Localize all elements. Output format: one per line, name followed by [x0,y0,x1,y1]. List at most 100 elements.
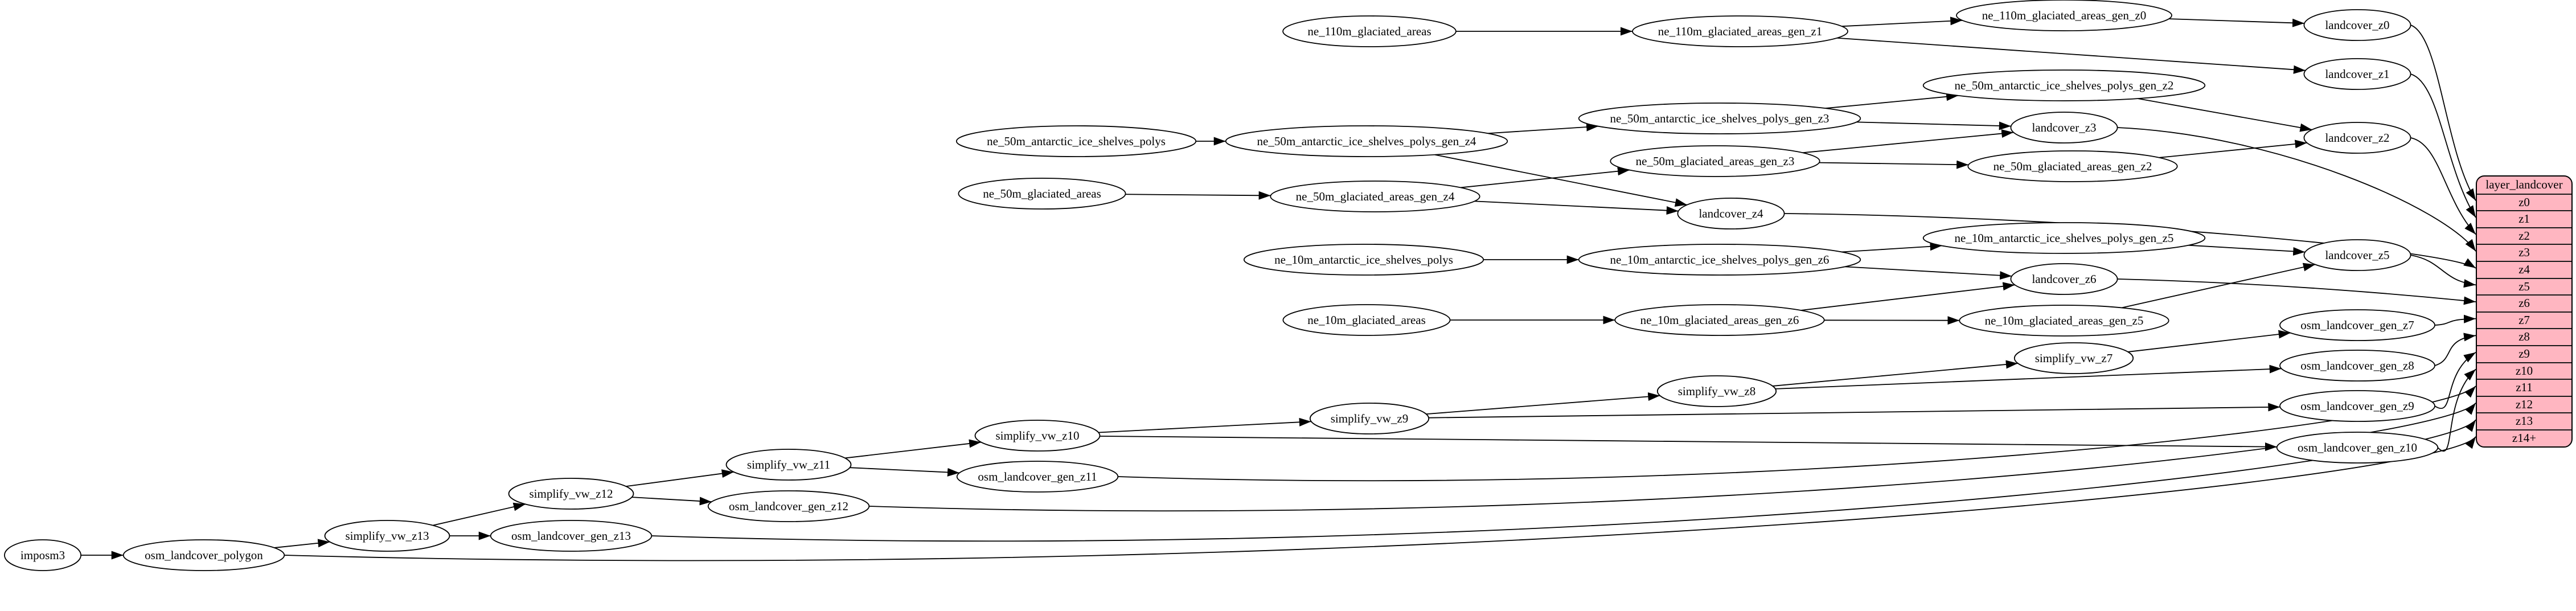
nodes-layer: imposm3 osm_landcover_polygon simplify_vw_… [4,0,2439,571]
edge-ne_10m_antarctic_ice_shelves_polys_gen_z6-to-landcover_z6 [1844,266,2012,280]
node-label-ne_50m_glaciated_areas_gen_z2: ne_50m_glaciated_areas_gen_z2 [1993,159,2152,173]
node-landcover_z1: landcover_z1 [2303,58,2411,90]
node-osm_landcover_gen_z13: osm_landcover_gen_z13 [490,520,653,552]
node-ellipse-ne_10m_glaciated_areas_gen_z5 [1959,305,2169,337]
node-osm_landcover_polygon: osm_landcover_polygon [122,539,285,571]
node-landcover_z2: landcover_z2 [2303,122,2411,154]
node-ne_10m_antarctic_ice_shelves_polys: ne_10m_antarctic_ice_shelves_polys [1243,244,1484,276]
node-ne_50m_antarctic_ice_shelves_polys_gen_z4: ne_50m_antarctic_ice_shelves_polys_gen_z… [1225,125,1508,157]
node-ellipse-landcover_z4 [1677,198,1785,229]
node-ne_110m_glaciated_areas: ne_110m_glaciated_areas [1282,15,1457,47]
edge-osm_landcover_gen_z7-to-layer-landcover-z7 [2434,314,2476,326]
node-label-osm_landcover_gen_z10: osm_landcover_gen_z10 [2298,441,2417,454]
node-label-imposm3: imposm3 [20,548,65,562]
node-label-ne_10m_glaciated_areas: ne_10m_glaciated_areas [1307,313,1426,327]
node-ellipse-ne_10m_antarctic_ice_shelves_polys_gen_z5 [1922,222,2206,254]
node-ellipse-simplify_vw_z9 [1309,403,1430,434]
node-label-osm_landcover_gen_z9: osm_landcover_gen_z9 [2300,399,2414,413]
edge-ne_50m_glaciated_areas_gen_z4-to-ne_50m_glaciated_areas_gen_z3 [1460,167,1630,188]
node-ellipse-osm_landcover_gen_z8 [2279,350,2435,382]
edge-ne_50m_antarctic_ice_shelves_polys_gen_z3-to-ne_50m_antarctic_ice_shelves_polys_gen_z2 [1825,92,1959,109]
node-label-ne_10m_antarctic_ice_shelves_polys_gen_z6: ne_10m_antarctic_ice_shelves_polys_gen_z… [1610,253,1830,266]
edge-ne_10m_antarctic_ice_shelves_polys_gen_z5-to-landcover_z5 [2188,244,2306,256]
node-ellipse-landcover_z0 [2303,9,2411,41]
node-label-ne_50m_antarctic_ice_shelves_polys_gen_z4: ne_50m_antarctic_ice_shelves_polys_gen_z… [1257,134,1476,148]
node-ellipse-ne_110m_glaciated_areas [1282,15,1457,47]
node-ne_10m_antarctic_ice_shelves_polys_gen_z6: ne_10m_antarctic_ice_shelves_polys_gen_z… [1578,244,1861,276]
edge-ne_50m_antarctic_ice_shelves_polys_gen_z4-to-landcover_z4 [1434,154,1688,207]
node-label-ne_110m_glaciated_areas_gen_z0: ne_110m_glaciated_areas_gen_z0 [1982,9,2146,22]
edge-landcover_z3-to-layer-landcover-z3 [2117,127,2476,252]
edge-ne_50m_glaciated_areas_gen_z4-to-landcover_z4 [1474,200,1679,215]
node-ellipse-ne_50m_glaciated_areas [958,178,1126,210]
edge-landcover_z0-to-layer-landcover-z0 [2410,24,2476,201]
edge-simplify_vw_z8-to-simplify_vw_z7 [1773,360,2018,387]
node-label-landcover_z1: landcover_z1 [2325,67,2389,81]
node-ellipse-simplify_vw_z13 [324,520,450,552]
node-label-ne_50m_antarctic_ice_shelves_polys_gen_z3: ne_50m_antarctic_ice_shelves_polys_gen_z… [1610,112,1830,125]
edge-simplify_vw_z9-to-simplify_vw_z8 [1426,392,1660,415]
node-osm_landcover_gen_z10: osm_landcover_gen_z10 [2276,432,2439,464]
node-landcover_z5: landcover_z5 [2303,239,2411,271]
node-ellipse-osm_landcover_gen_z11 [956,461,1119,493]
edge-ne_10m_glaciated_areas_gen_z6-to-landcover_z6 [1800,282,2015,311]
table-row-z8: z8 [2477,328,2571,345]
node-ellipse-osm_landcover_gen_z9 [2279,390,2435,422]
edges-layer [81,17,2476,561]
edge-ne_10m_antarctic_ice_shelves_polys_gen_z6-to-ne_10m_antarctic_ice_shelves_polys_gen_z5 [1841,242,1942,253]
edge-simplify_vw_z7-to-osm_landcover_gen_z7 [2127,330,2291,352]
node-ellipse-osm_landcover_gen_z12 [707,490,870,522]
node-simplify_vw_z7: simplify_vw_z7 [2013,342,2134,374]
node-ellipse-ne_50m_antarctic_ice_shelves_polys_gen_z3 [1578,102,1861,134]
edge-ne_110m_glaciated_areas_gen_z1-to-ne_110m_glaciated_areas_gen_z0 [1841,17,1963,27]
node-ellipse-ne_50m_glaciated_areas_gen_z2 [1967,150,2178,182]
edge-simplify_vw_z12-to-osm_landcover_gen_z12 [631,497,712,506]
node-landcover_z0: landcover_z0 [2303,9,2411,41]
node-label-simplify_vw_z12: simplify_vw_z12 [530,487,613,501]
node-osm_landcover_gen_z11: osm_landcover_gen_z11 [956,461,1119,493]
node-ellipse-landcover_z1 [2303,58,2411,90]
node-label-ne_50m_glaciated_areas_gen_z3: ne_50m_glaciated_areas_gen_z3 [1636,154,1795,168]
node-simplify_vw_z11: simplify_vw_z11 [725,449,852,481]
node-label-ne_10m_antarctic_ice_shelves_polys: ne_10m_antarctic_ice_shelves_polys [1274,253,1453,266]
node-ellipse-ne_10m_glaciated_areas [1282,304,1451,336]
node-ellipse-landcover_z5 [2303,239,2411,271]
node-label-ne_50m_antarctic_ice_shelves_polys_gen_z2: ne_50m_antarctic_ice_shelves_polys_gen_z… [1955,79,2174,92]
edge-ne_50m_glaciated_areas_gen_z3-to-ne_50m_glaciated_areas_gen_z2 [1819,160,1969,169]
table-row-z9: z9 [2477,345,2571,362]
table-row-z14+: z14+ [2477,429,2571,446]
edge-landcover_z6-to-layer-landcover-z6 [2117,278,2476,305]
edge-landcover_z4-to-layer-landcover-z4 [1784,213,2476,269]
node-ne_10m_glaciated_areas_gen_z6: ne_10m_glaciated_areas_gen_z6 [1614,304,1825,336]
node-label-simplify_vw_z13: simplify_vw_z13 [346,529,429,543]
node-label-ne_10m_glaciated_areas_gen_z6: ne_10m_glaciated_areas_gen_z6 [1640,313,1799,327]
node-label-landcover_z4: landcover_z4 [1699,207,1763,220]
node-ne_50m_glaciated_areas_gen_z4: ne_50m_glaciated_areas_gen_z4 [1270,181,1480,212]
node-ellipse-landcover_z6 [2010,263,2118,295]
node-ellipse-simplify_vw_z8 [1656,375,1777,407]
edge-ne_50m_glaciated_areas_gen_z2-to-landcover_z2 [2159,140,2307,158]
node-label-osm_landcover_gen_z7: osm_landcover_gen_z7 [2300,318,2414,332]
table-row-z0: z0 [2477,193,2571,211]
node-label-simplify_vw_z10: simplify_vw_z10 [996,429,1080,442]
node-landcover_z3: landcover_z3 [2010,112,2118,143]
node-ellipse-landcover_z3 [2010,112,2118,143]
edge-simplify_vw_z10-to-osm_landcover_gen_z10 [1100,436,2277,452]
edge-simplify_vw_z9-to-osm_landcover_gen_z9 [1429,403,2280,419]
node-label-ne_50m_glaciated_areas: ne_50m_glaciated_areas [983,187,1101,200]
node-ellipse-osm_landcover_gen_z10 [2276,432,2439,464]
node-label-simplify_vw_z11: simplify_vw_z11 [747,458,830,471]
edge-ne_50m_glaciated_areas_gen_z3-to-landcover_z3 [1802,129,2014,154]
node-ellipse-landcover_z2 [2303,122,2411,154]
node-ellipse-simplify_vw_z10 [974,420,1101,452]
node-label-landcover_z3: landcover_z3 [2032,121,2096,134]
edge-simplify_vw_z10-to-simplify_vw_z9 [1098,417,1311,433]
edge-osm_landcover_gen_z10-to-layer-landcover-z10 [2437,368,2476,452]
node-ellipse-ne_50m_glaciated_areas_gen_z3 [1610,145,1820,177]
node-label-ne_50m_antarctic_ice_shelves_polys: ne_50m_antarctic_ice_shelves_polys [987,134,1166,148]
node-label-ne_10m_glaciated_areas_gen_z5: ne_10m_glaciated_areas_gen_z5 [1985,314,2144,327]
node-ellipse-ne_50m_antarctic_ice_shelves_polys_gen_z4 [1225,125,1508,157]
node-ellipse-simplify_vw_z7 [2013,342,2134,374]
